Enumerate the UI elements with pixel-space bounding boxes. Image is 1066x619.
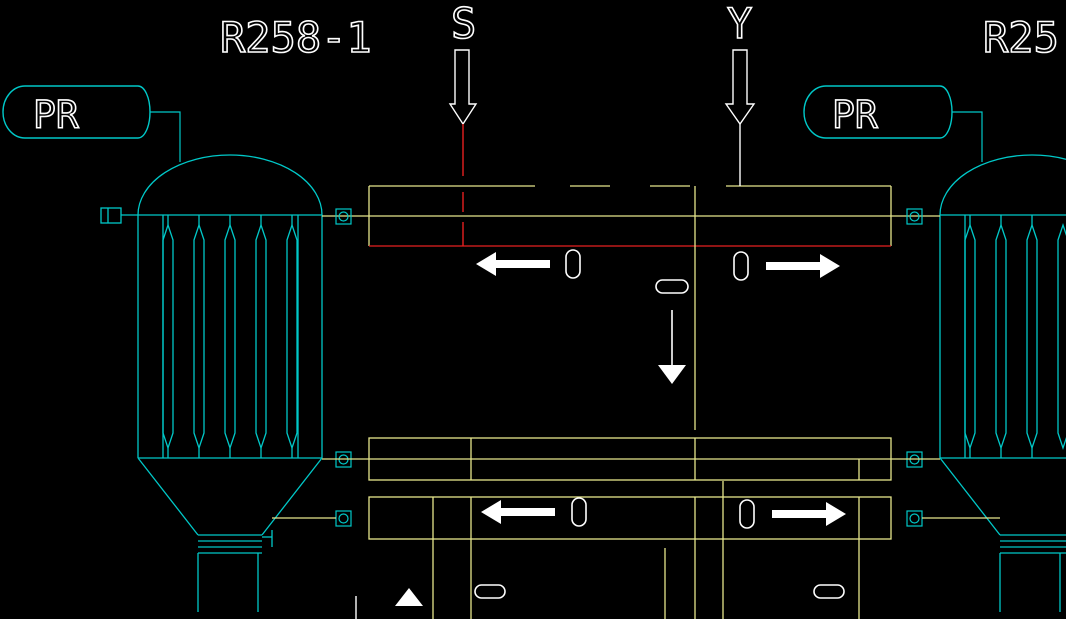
vessel-right-tubes [964,215,1066,458]
inlet-s[interactable] [448,49,478,246]
header-nozzles [335,208,923,527]
vessel-left[interactable] [100,154,323,612]
bottom-pipes [432,539,860,619]
vessel-right[interactable] [939,154,1066,612]
center-down-flow [655,279,689,384]
bottom-indicators [355,584,845,619]
top-flow-left [476,249,581,279]
inlet-s-label: S [451,0,476,48]
top-header[interactable] [322,185,940,247]
bottom-header-1[interactable] [322,437,940,481]
vessel-left-label: R258-1 [220,13,372,62]
vessel-left-tubes [162,215,299,458]
inlet-y-label: Y [727,0,752,48]
pressure-instrument-left[interactable]: PR [2,85,181,162]
bottom-header-2[interactable] [272,481,1000,540]
bottom-flow-right [739,499,846,529]
instrument-left-label: PR [33,93,79,137]
pressure-instrument-right[interactable]: PR [803,85,983,162]
inlet-y[interactable] [724,49,756,186]
vessel-right-label: R25 [983,13,1059,62]
instrument-right-label: PR [832,93,878,137]
bottom-flow-left [481,497,587,527]
top-flow-right [733,251,840,281]
